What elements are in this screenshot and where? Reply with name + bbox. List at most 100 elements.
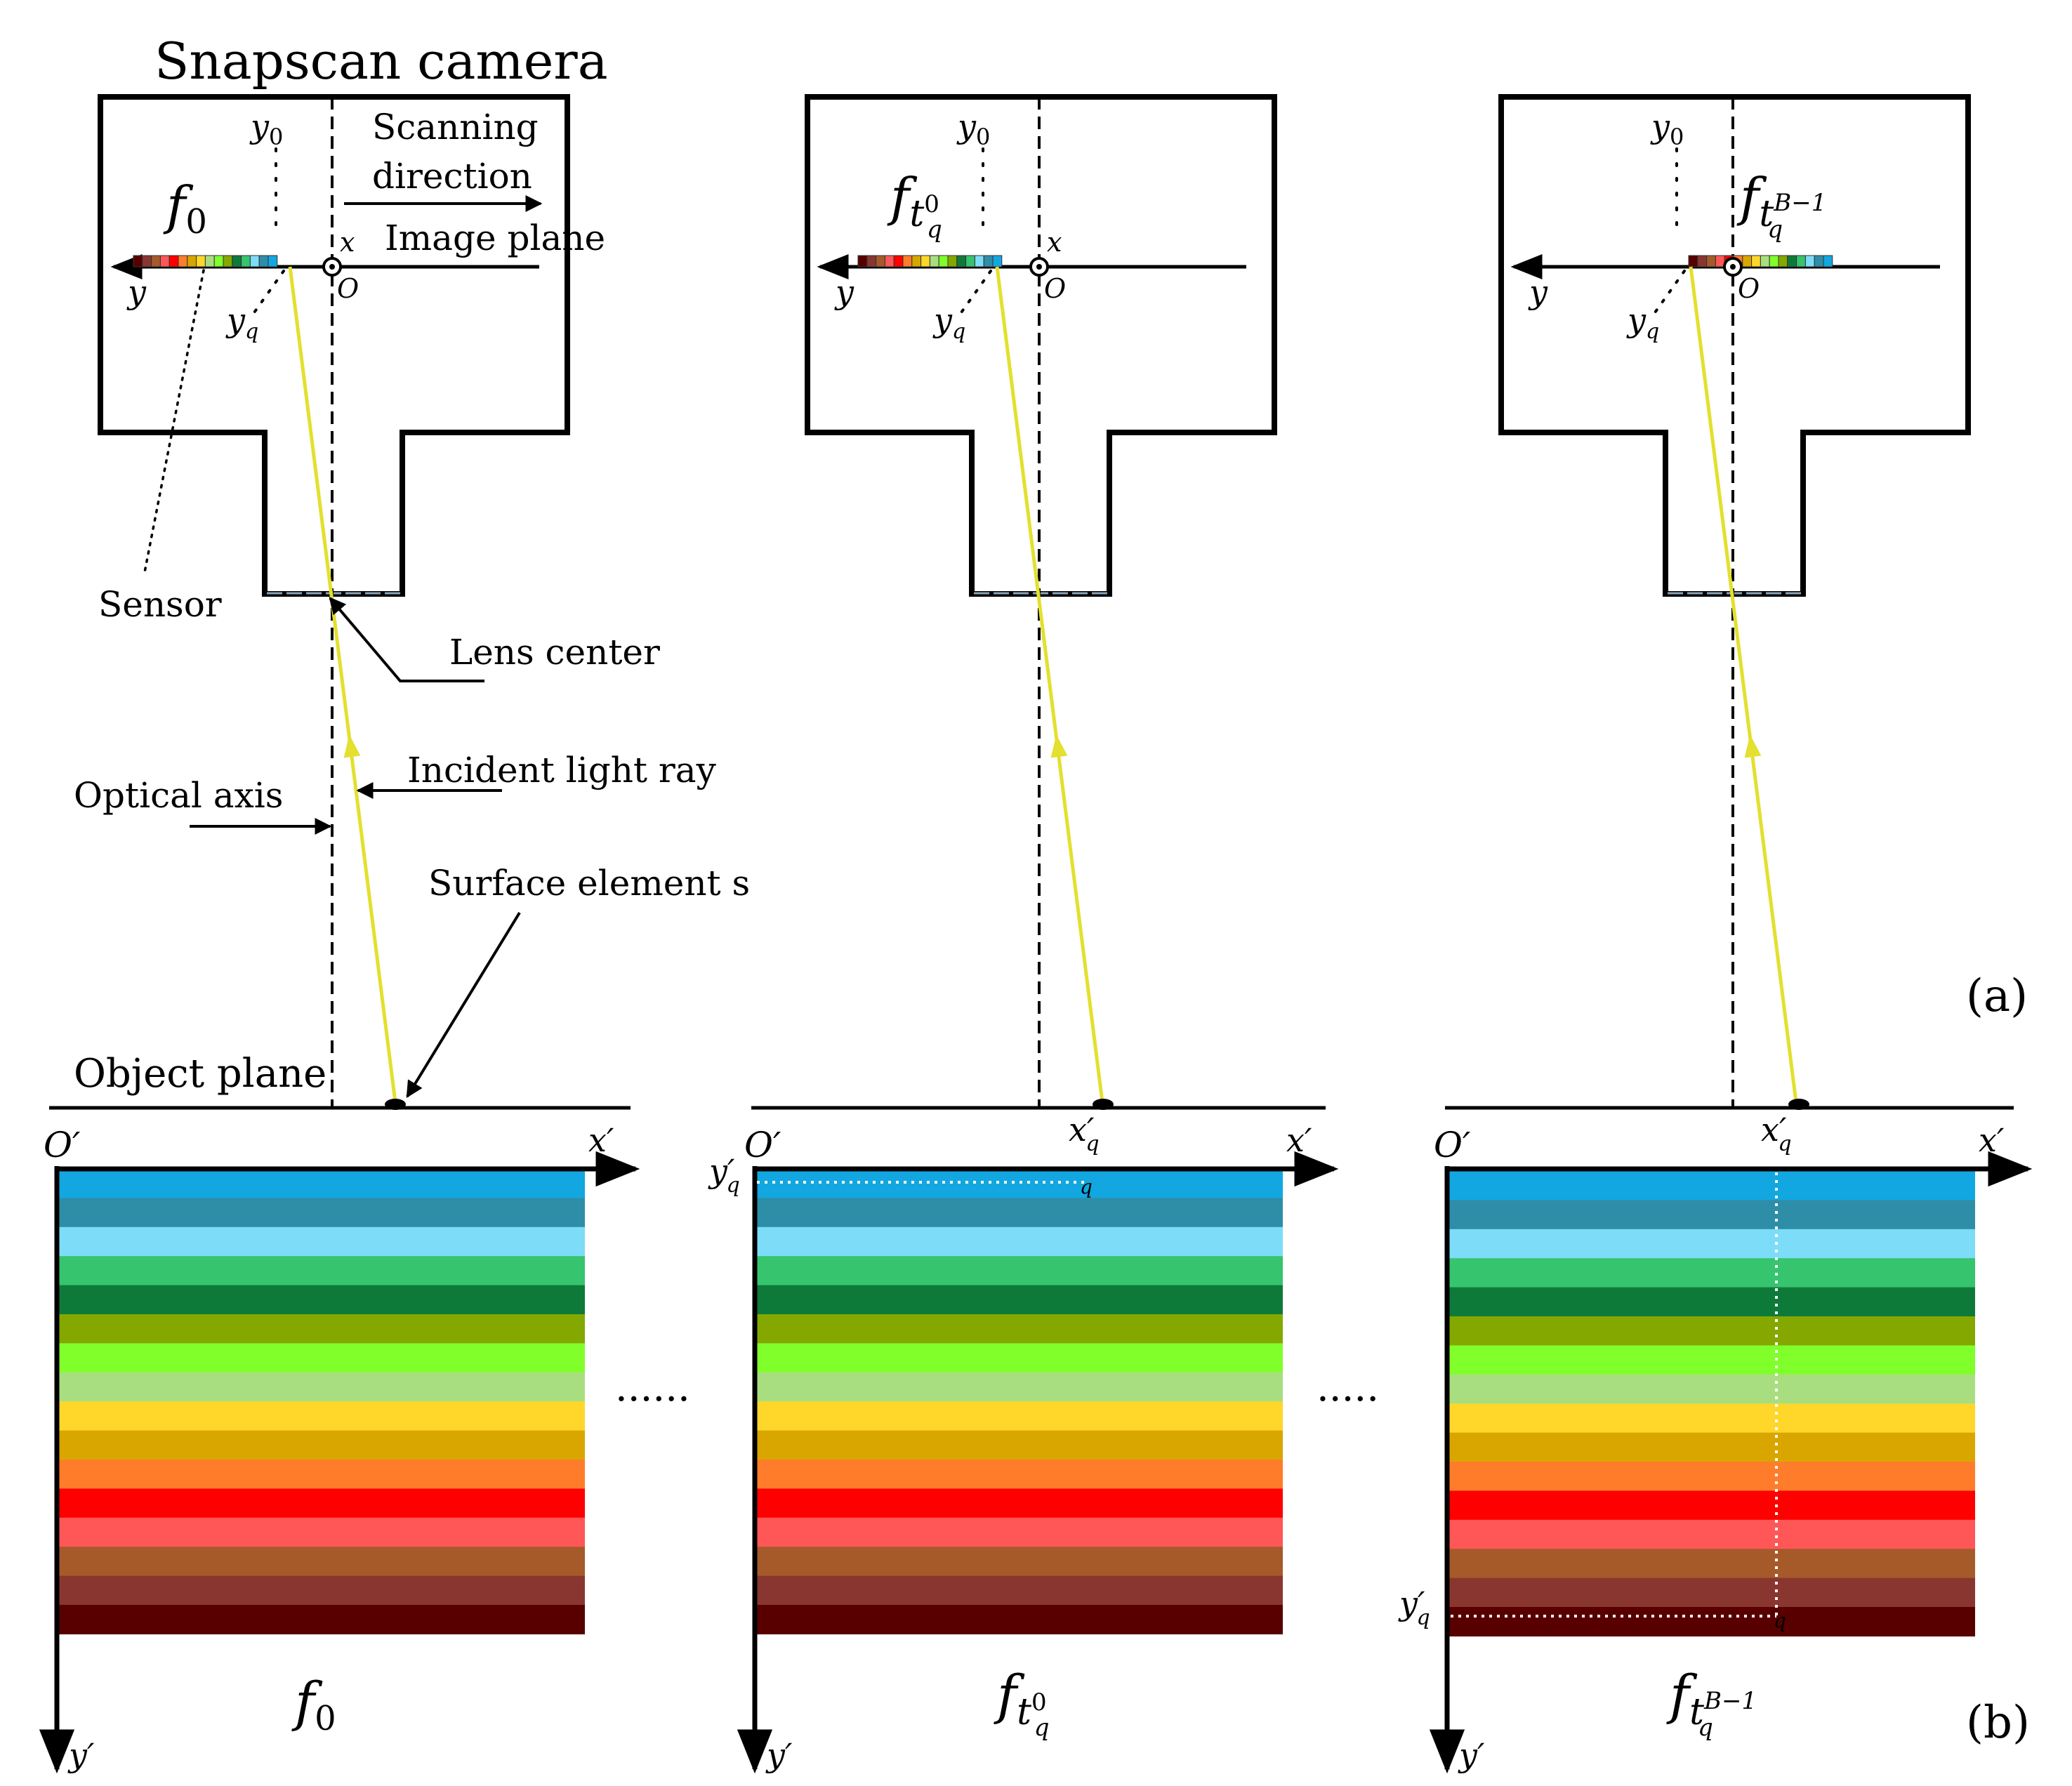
band-stripe — [1449, 1316, 1975, 1346]
sensor-pixel — [920, 255, 930, 267]
lens-center-leader — [329, 597, 484, 682]
band-stripe — [756, 1198, 1283, 1228]
yq-label: yq — [932, 301, 965, 344]
surface-element — [1093, 1099, 1114, 1110]
sensor-pixel — [268, 255, 278, 267]
sensor-pixel — [1787, 255, 1797, 267]
band-stripe — [58, 1285, 585, 1315]
band-stripe — [756, 1575, 1283, 1606]
band-stripe — [756, 1314, 1283, 1344]
sensor-pixel — [947, 255, 958, 267]
band-stripe — [756, 1460, 1283, 1489]
band-stripe — [756, 1488, 1283, 1519]
spectral-bands — [1449, 1171, 1975, 1636]
f0-label: f0 — [163, 176, 207, 242]
sensor-pixel — [196, 255, 206, 267]
sensor-pixel — [884, 255, 895, 267]
band-stripe — [756, 1401, 1283, 1431]
sensor-pixel — [213, 255, 224, 267]
band-stripe — [1449, 1200, 1975, 1230]
ellipsis-2: ..... — [1317, 1365, 1379, 1410]
sensor-pixel — [911, 255, 922, 267]
yq-dots — [248, 270, 285, 321]
point-q-label: q — [1080, 1175, 1093, 1198]
sensor-label: Sensor — [98, 584, 222, 625]
spectral-bands — [58, 1169, 585, 1634]
surface-element-leader — [406, 911, 521, 1099]
sensor-pixel — [866, 255, 877, 267]
band-stripe — [58, 1372, 585, 1402]
figure-title: Snapscan camera — [154, 32, 608, 91]
frame-f0-label: f0 — [291, 1670, 336, 1738]
band-stripe — [756, 1256, 1283, 1286]
x-prime-label: x′ — [1979, 1121, 2005, 1159]
camera-panel-1: Scanning direction Image plane Sensor Le… — [49, 94, 750, 1110]
camera-body — [98, 94, 570, 597]
sensor-pixel — [876, 255, 885, 267]
xq-prime-label: x′q — [1069, 1111, 1100, 1156]
y-prime-label: y′ — [1458, 1736, 1485, 1774]
incident-ray — [288, 266, 397, 1103]
band-stripe — [756, 1605, 1283, 1634]
sensor-pixel — [1697, 255, 1708, 267]
band-stripe — [58, 1430, 585, 1460]
panel-a-label: (a) — [1966, 970, 2028, 1022]
incident-ray — [995, 266, 1104, 1103]
sensor-pixel — [902, 255, 913, 267]
band-stripe — [756, 1285, 1283, 1315]
band-stripe — [1449, 1374, 1975, 1404]
origin-prime-label: O′ — [744, 1125, 781, 1165]
band-stripe — [756, 1430, 1283, 1460]
xq-prime-label: x′q — [1761, 1111, 1792, 1156]
camera-body — [805, 94, 1277, 597]
sensor-pixel — [1814, 255, 1824, 267]
band-stripe — [1449, 1519, 1975, 1549]
band-stripe — [756, 1547, 1283, 1577]
band-stripe — [58, 1314, 585, 1344]
point-q-label: q — [1774, 1609, 1786, 1632]
optical-axis-label: Optical axis — [74, 775, 283, 816]
x-prime-label: x′ — [588, 1121, 614, 1159]
frame-1: O′ x′ y′ f0 — [39, 1121, 640, 1774]
sensor-pixel — [992, 255, 1003, 267]
sensor — [857, 255, 1003, 267]
surface-element — [1788, 1099, 1809, 1110]
band-stripe — [58, 1517, 585, 1547]
yq-prime-label: y′q — [708, 1152, 740, 1198]
band-stripe — [58, 1343, 585, 1373]
sensor-pixel — [1796, 255, 1806, 267]
sensor-pixel — [1706, 255, 1716, 267]
x-axis-label: x — [1047, 227, 1062, 258]
sensor — [1688, 255, 1833, 267]
y-axis-label: y — [126, 273, 147, 311]
object-plane-label: Object plane — [74, 1051, 326, 1097]
x-prime-label: x′ — [1286, 1121, 1312, 1159]
origin-label: O — [1044, 273, 1066, 304]
band-stripe — [1449, 1403, 1975, 1434]
sensor-pixel — [1742, 255, 1753, 267]
origin-prime-label: O′ — [44, 1125, 81, 1165]
band-stripe — [1449, 1607, 1975, 1636]
image-plane-label: Image plane — [385, 218, 605, 258]
band-stripe — [1449, 1345, 1975, 1375]
sensor-pixel — [929, 255, 939, 267]
sensor — [133, 255, 278, 267]
sensor-pixel — [1823, 255, 1833, 267]
sensor-pixel — [938, 255, 949, 267]
y0-label: y0 — [249, 107, 283, 150]
surface-element-label: Surface element s — [428, 863, 750, 904]
sensor-pixel — [249, 255, 260, 267]
surface-element — [385, 1099, 406, 1110]
band-stripe — [1449, 1171, 1975, 1200]
sensor-pixel — [169, 255, 179, 267]
band-stripe — [58, 1169, 585, 1198]
sensor-pixel — [857, 255, 868, 267]
band-stripe — [1449, 1490, 1975, 1521]
band-stripe — [756, 1343, 1283, 1373]
incident-ray — [1689, 266, 1798, 1103]
sensor-pixel — [133, 255, 143, 267]
sensor-pixel — [151, 255, 161, 267]
band-stripe — [1449, 1462, 1975, 1491]
